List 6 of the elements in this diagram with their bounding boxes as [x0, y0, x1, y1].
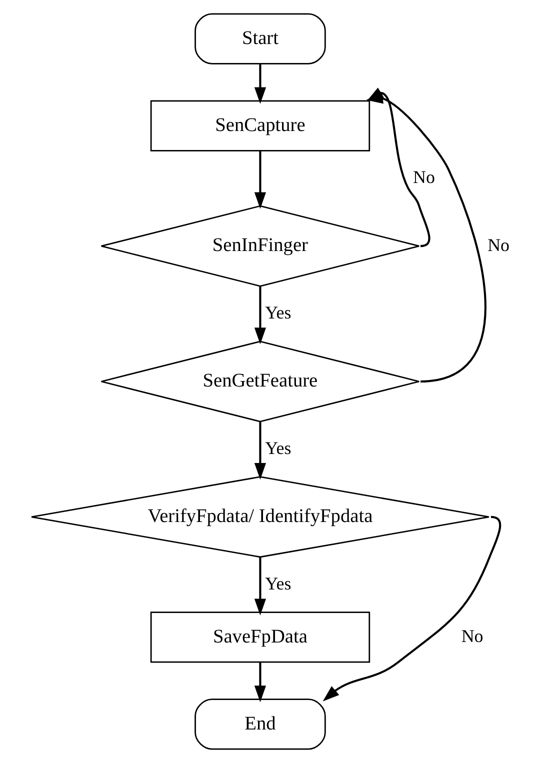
- edge-label: Yes: [264, 302, 291, 322]
- edge-label: Yes: [264, 573, 291, 594]
- edge-label: No: [460, 626, 483, 646]
- edge-label: No: [412, 167, 434, 188]
- edge-label: Yes: [264, 438, 291, 458]
- edge-label: No: [487, 234, 510, 255]
